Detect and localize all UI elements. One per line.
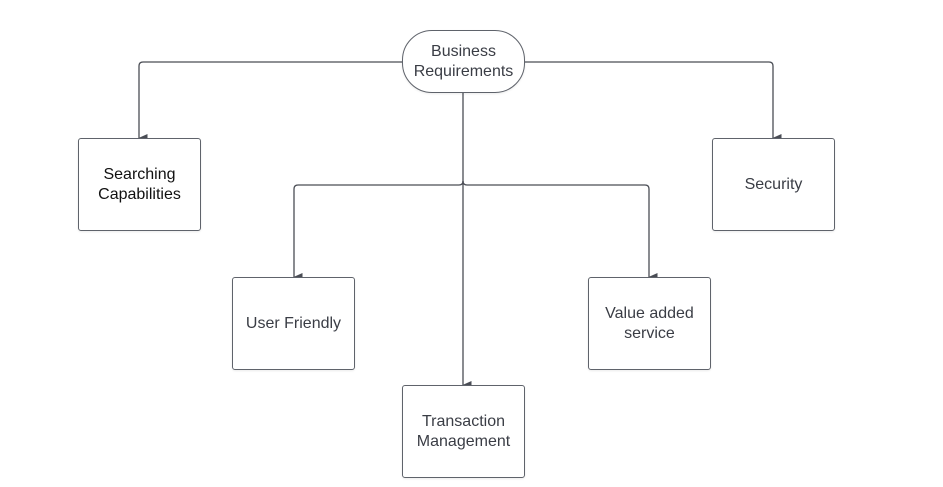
node-security: Security: [712, 138, 835, 231]
node-searching-capabilities: Searching Capabilities: [78, 138, 201, 231]
node-label: Value added service: [605, 304, 694, 342]
node-user-friendly: User Friendly: [232, 277, 355, 370]
connector-root-security: [525, 61, 782, 142]
node-business-requirements: Business Requirements: [402, 30, 525, 93]
node-label: Searching Capabilities: [98, 165, 181, 203]
node-label: Business Requirements: [413, 42, 514, 80]
node-label: Security: [744, 175, 803, 193]
node-label: Transaction Management: [416, 412, 511, 450]
connector-root-value-added: [462, 180, 658, 281]
node-value-added-service: Value added service: [588, 277, 711, 370]
connector-root-user-friendly: [293, 180, 464, 281]
connector-root-searching: [138, 61, 402, 142]
node-label: User Friendly: [245, 314, 342, 332]
node-transaction-management: Transaction Management: [402, 385, 525, 478]
